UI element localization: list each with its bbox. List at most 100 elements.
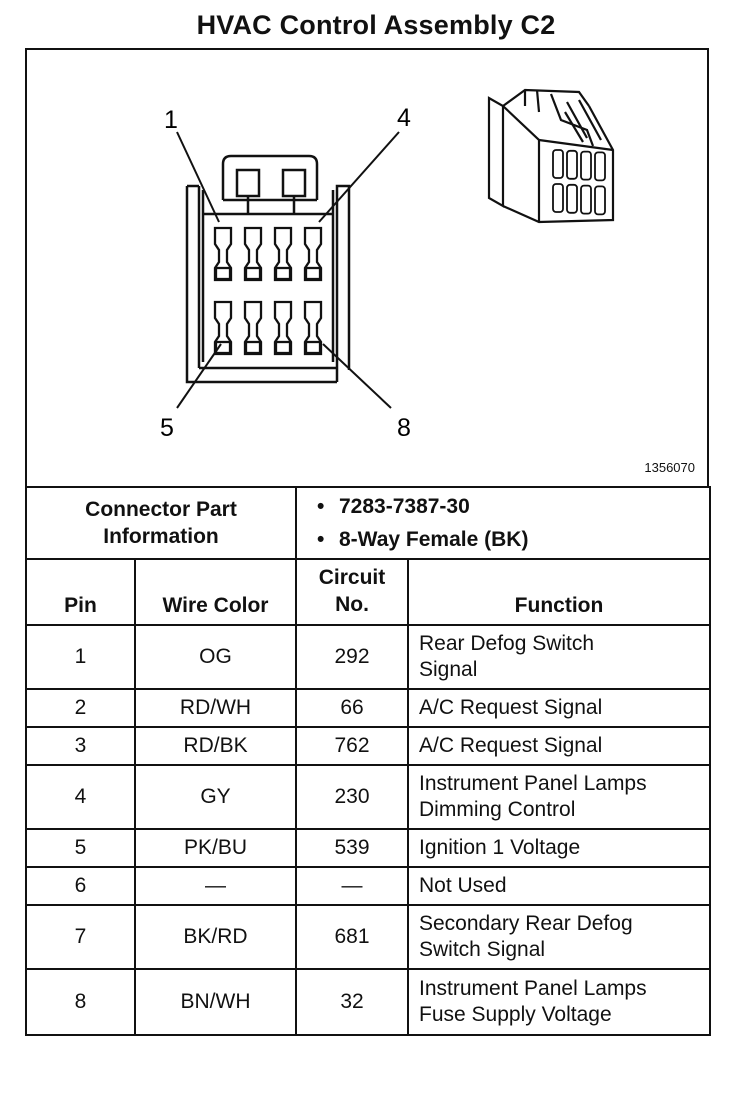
function-cell: A/C Request Signal [407, 726, 711, 766]
pin-callout-5: 5 [160, 414, 174, 442]
terminal-cavity-base [274, 266, 292, 281]
pin-cell: 8 [25, 968, 136, 1036]
isometric-cavity [566, 149, 578, 180]
callout-line-1 [176, 131, 220, 223]
pin-cell: 5 [25, 828, 136, 868]
isometric-cavity [594, 151, 606, 182]
connector-isometric-view [487, 88, 615, 224]
figure-id: 1356070 [644, 460, 695, 475]
function-line-1: A/C Request Signal [419, 734, 603, 757]
connector-description: 8-Way Female (BK) [317, 523, 701, 556]
wire-color-cell: RD/WH [134, 688, 297, 728]
pin-callout-8: 8 [397, 414, 411, 442]
terminal-cavities [213, 226, 323, 356]
function-line-1: Instrument Panel Lamps [419, 772, 647, 795]
circuit-cell: 230 [295, 764, 409, 830]
terminal-cavity [243, 226, 263, 282]
function-line-1: Secondary Rear Defog [419, 912, 633, 935]
isometric-cavities [552, 149, 606, 216]
col-header-pin: Pin [25, 558, 136, 626]
latch-tab-right [281, 168, 307, 198]
terminal-cavity [213, 300, 233, 356]
function-line-1: A/C Request Signal [419, 696, 603, 719]
terminal-cavity-base [274, 340, 292, 355]
terminal-cavity-base [244, 266, 262, 281]
pin-cell: 7 [25, 904, 136, 970]
wire-color-cell: BK/RD [134, 904, 297, 970]
pin-callout-1: 1 [164, 106, 178, 134]
function-cell: A/C Request Signal [407, 688, 711, 728]
terminal-cavity [243, 300, 263, 356]
wire-color-cell: GY [134, 764, 297, 830]
circuit-cell: — [295, 866, 409, 906]
terminal-cavity-base [244, 340, 262, 355]
connector-latch [221, 154, 319, 200]
pin-cell: 2 [25, 688, 136, 728]
isometric-cavity [566, 183, 578, 214]
terminal-cavity-base [214, 340, 232, 355]
connector-info-row: Connector Part Information 7283-7387-30 … [25, 486, 711, 560]
circuit-cell: 292 [295, 624, 409, 690]
circuit-cell: 66 [295, 688, 409, 728]
connector-outline-left [185, 186, 337, 384]
wire-color-cell: OG [134, 624, 297, 690]
terminal-cavity [213, 226, 233, 282]
function-cell: Not Used [407, 866, 711, 906]
page-title: HVAC Control Assembly C2 [196, 10, 556, 40]
function-line-1: Not Used [419, 874, 507, 897]
callout-line-5 [176, 343, 222, 409]
latch-tab-left [235, 168, 261, 198]
function-line-2: Signal [419, 658, 478, 681]
function-line-2: Dimming Control [419, 798, 576, 821]
circuit-cell: 762 [295, 726, 409, 766]
wire-color-cell: PK/BU [134, 828, 297, 868]
connector-face-drawing: 1 4 5 8 [160, 88, 615, 442]
terminal-cavity [273, 226, 293, 282]
callout-line-8 [322, 343, 392, 409]
terminal-cavity [303, 226, 323, 282]
pin-cell: 1 [25, 624, 136, 690]
circuit-cell: 539 [295, 828, 409, 868]
pin-callout-4: 4 [397, 104, 411, 132]
connector-diagram: 1 4 5 8 1356070 [25, 48, 709, 486]
function-line-1: Instrument Panel Lamps [419, 977, 647, 1000]
connector-info-header: Connector Part Information [25, 486, 297, 560]
col-header-function: Function [407, 558, 711, 626]
wire-color-cell: — [134, 866, 297, 906]
callout-line-4 [318, 131, 400, 223]
circuit-cell: 681 [295, 904, 409, 970]
function-line-1: Rear Defog Switch [419, 632, 595, 655]
circuit-cell: 32 [295, 968, 409, 1036]
isometric-cavity [580, 184, 592, 215]
terminal-cavity-base [304, 266, 322, 281]
wire-color-cell: RD/BK [134, 726, 297, 766]
isometric-cavity [594, 185, 606, 216]
terminal-cavity [273, 300, 293, 356]
pin-cell: 3 [25, 726, 136, 766]
connector-info-values: 7283-7387-30 8-Way Female (BK) [295, 486, 711, 560]
function-cell: Ignition 1 Voltage [407, 828, 711, 868]
function-line-2: Switch Signal [419, 938, 546, 961]
table-row: 6——Not Used [25, 866, 711, 906]
terminal-cavity-base [214, 266, 232, 281]
wire-color-cell: BN/WH [134, 968, 297, 1036]
col-header-wire-color: Wire Color [134, 558, 297, 626]
function-line-2: Fuse Supply Voltage [419, 1003, 612, 1026]
isometric-cavity [552, 149, 564, 179]
connector-outline-right [335, 184, 351, 382]
connector-part-number: 7283-7387-30 [317, 490, 701, 523]
terminal-cavity [303, 300, 323, 356]
